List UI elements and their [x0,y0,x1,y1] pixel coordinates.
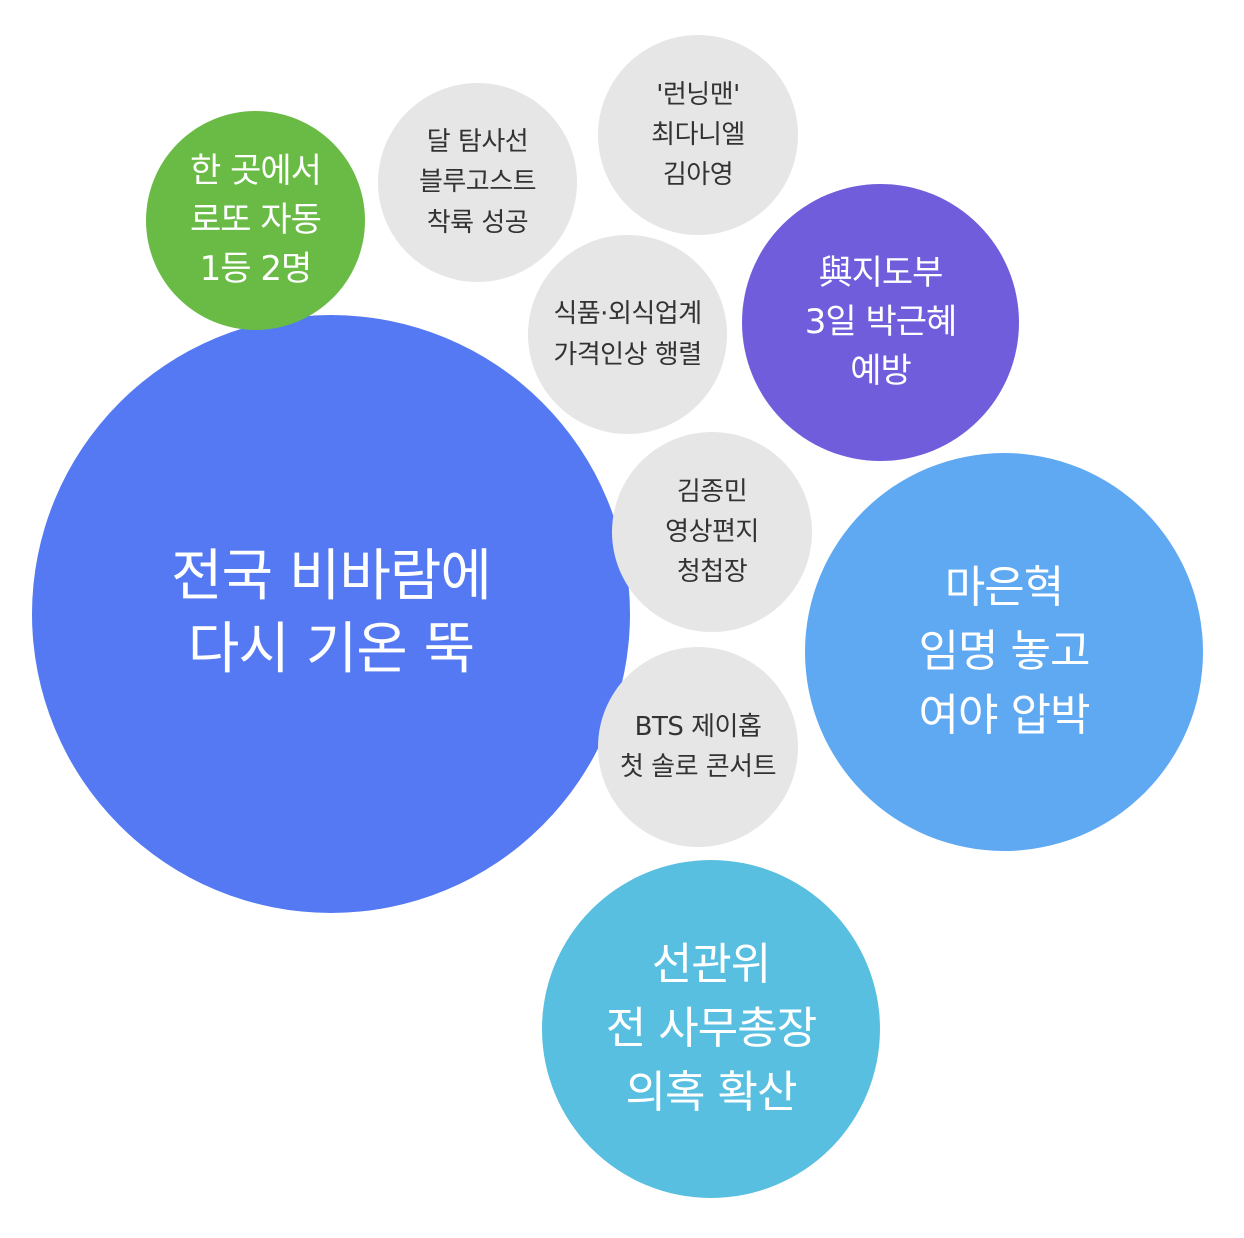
keyword-bubble-label: 달 탐사선 블루고스트 착륙 성공 [418,127,537,238]
keyword-bubble-label: 마은혁 임명 놓고 여야 압박 [918,562,1091,741]
keyword-bubble-rank-2[interactable]: 마은혁 임명 놓고 여야 압박 [805,453,1203,851]
keyword-bubble-label: 전국 비바람에 다시 기온 뚝 [171,544,492,682]
keyword-bubble-rank-3[interactable]: 선관위 전 사무총장 의혹 확산 [542,860,880,1198]
keyword-bubble-rank-10[interactable]: BTS 제이홉 첫 솔로 콘서트 [598,647,798,847]
keyword-bubble-rank-6[interactable]: '런닝맨' 최다니엘 김아영 [598,35,798,235]
keyword-bubble-rank-4[interactable]: 與지도부 3일 박근혜 예방 [742,184,1019,461]
keyword-bubble-label: 식품·외식업계 가격인상 행렬 [553,299,702,370]
keyword-bubble-label: 한 곳에서 로또 자동 1등 2명 [190,150,322,290]
keyword-bubble-label: 김종민 영상편지 청첩장 [665,476,759,588]
keyword-bubble-rank-7[interactable]: 달 탐사선 블루고스트 착륙 성공 [378,83,577,282]
keyword-bubble-label: BTS 제이홉 첫 솔로 콘서트 [619,711,777,782]
keyword-bubble-label: 與지도부 3일 박근혜 예방 [804,252,958,392]
keyword-bubble-rank-1[interactable]: 전국 비바람에 다시 기온 뚝 [32,315,630,913]
keyword-bubble-rank-9[interactable]: 김종민 영상편지 청첩장 [612,432,812,632]
keyword-bubble-rank-5[interactable]: 한 곳에서 로또 자동 1등 2명 [146,111,365,330]
keyword-bubble-label: 선관위 전 사무총장 의혹 확산 [605,939,817,1118]
keyword-bubble-label: '런닝맨' 최다니엘 김아영 [651,79,745,191]
keyword-bubble-rank-8[interactable]: 식품·외식업계 가격인상 행렬 [528,235,727,434]
